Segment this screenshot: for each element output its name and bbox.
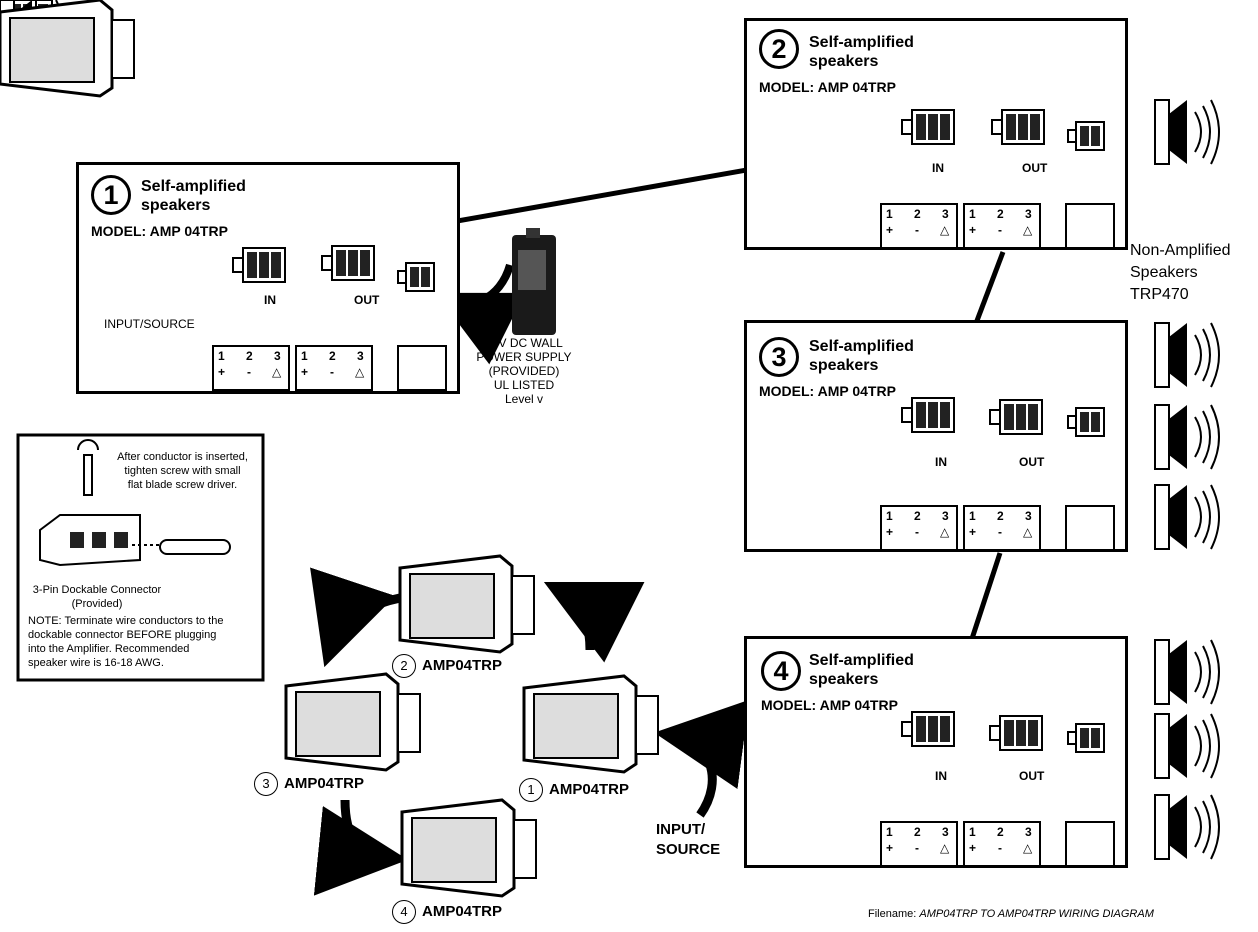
- amplifier-panel-4: 4 Self-amplified speakers MODEL: AMP 04T…: [744, 636, 1128, 868]
- power-supply-label: 15V DC WALL POWER SUPPLY (PROVIDED) UL L…: [476, 336, 572, 406]
- panel-number: 1: [91, 175, 131, 215]
- panel-number: 2: [759, 29, 799, 69]
- connector-instruction: After conductor is inserted, tighten scr…: [117, 451, 248, 491]
- flow-arrow-input: [654, 699, 750, 818]
- non-amplified-speakers-label: Non-Amplified Speakers TRP470: [1130, 242, 1231, 303]
- out-label: OUT: [354, 293, 380, 307]
- panel-number: 3: [759, 337, 799, 377]
- panel-model: MODEL: AMP 04TRP: [759, 79, 896, 95]
- power-terminal: [397, 345, 447, 391]
- panel-title: Self-amplified speakers: [809, 338, 914, 374]
- speaker-cabinet-icon: [0, 0, 135, 98]
- out-label: OUT: [1022, 161, 1048, 175]
- in-label: IN: [932, 161, 944, 175]
- power-supply-icon: [512, 228, 556, 335]
- input-source-label: INPUT/SOURCE: [104, 317, 195, 331]
- input-source-label-2: INPUT/ SOURCE: [656, 821, 721, 858]
- power-terminal: [1065, 821, 1115, 867]
- panel-title: Self-amplified speakers: [809, 34, 914, 70]
- connector-note: NOTE: Terminate wire conductors to the d…: [28, 615, 224, 669]
- panel-number: 4: [761, 651, 801, 691]
- power-terminal: [1065, 203, 1115, 249]
- amplifier-panel-3: 3 Self-amplified speakers MODEL: AMP 04T…: [744, 320, 1128, 552]
- power-terminal: [1065, 505, 1115, 551]
- in-label: IN: [264, 293, 276, 307]
- amplifier-panel-1: 1 Self-amplified speakers MODEL: AMP 04T…: [76, 162, 460, 394]
- panel-model: MODEL: AMP 04TRP: [761, 697, 898, 713]
- amplifier-panel-2: 2 Self-amplified speakers MODEL: AMP 04T…: [744, 18, 1128, 250]
- panel-model: MODEL: AMP 04TRP: [91, 223, 228, 239]
- panel-model: MODEL: AMP 04TRP: [759, 383, 896, 399]
- out-label: OUT: [1019, 769, 1045, 783]
- filename-label: Filename: AMP04TRP TO AMP04TRP WIRING DI…: [868, 908, 1154, 920]
- panel-title: Self-amplified speakers: [809, 652, 914, 688]
- in-label: IN: [935, 769, 947, 783]
- dockable-connector-illustration: [16, 433, 265, 682]
- flow-arrow-1-to-2: [543, 581, 645, 663]
- in-label: IN: [935, 455, 947, 469]
- out-label: OUT: [1019, 455, 1045, 469]
- connector-caption: 3-Pin Dockable Connector (Provided): [32, 584, 162, 610]
- flow-arrow-3-to-4: [313, 799, 408, 896]
- panel-title: Self-amplified speakers: [141, 178, 246, 214]
